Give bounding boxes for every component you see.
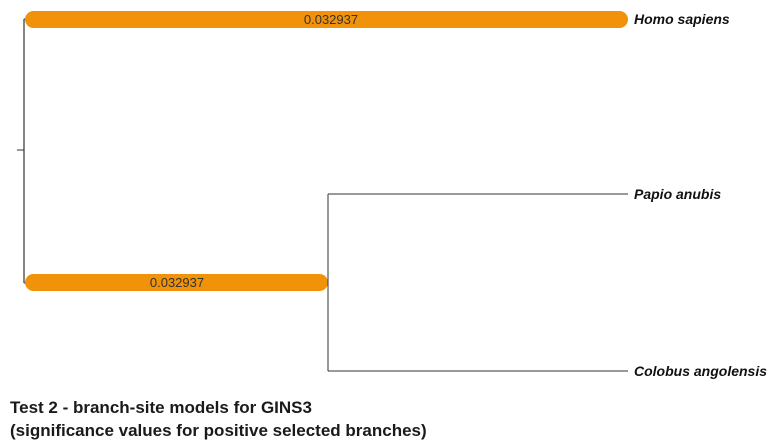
figure-caption: Test 2 - branch-site models for GINS3 (s… xyxy=(10,396,770,442)
taxon-label-colobus-angolensis: Colobus angolensis xyxy=(634,363,767,379)
taxon-label-papio-anubis: Papio anubis xyxy=(634,186,721,202)
branch-value-internal: 0.032937 xyxy=(150,275,204,290)
taxon-label-homo-sapiens: Homo sapiens xyxy=(634,11,730,27)
caption-subtitle: (significance values for positive select… xyxy=(10,421,427,440)
caption-title: Test 2 - branch-site models for GINS3 xyxy=(10,398,312,417)
highlight-branch-internal xyxy=(25,274,328,291)
branch-value-homo-sapiens: 0.032937 xyxy=(304,12,358,27)
highlight-branch-homo-sapiens xyxy=(25,11,628,28)
